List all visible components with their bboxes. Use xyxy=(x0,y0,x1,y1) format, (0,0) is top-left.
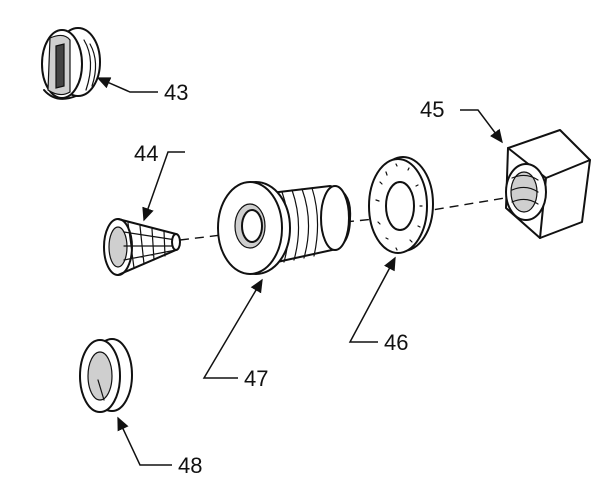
label-43: 43 xyxy=(164,80,188,105)
part-44-strainer xyxy=(103,218,181,276)
leader-48 xyxy=(117,416,172,466)
label-46: 46 xyxy=(384,330,408,355)
leader-45 xyxy=(460,109,503,144)
label-48: 48 xyxy=(178,453,202,478)
part-45-hex-nut xyxy=(505,129,591,239)
label-45: 45 xyxy=(420,97,444,122)
leader-44 xyxy=(142,151,185,222)
leader-47 xyxy=(202,278,263,379)
part-46-washer xyxy=(368,156,434,254)
leader-43 xyxy=(96,77,158,93)
part-43-cap xyxy=(41,27,101,100)
part-48-plug xyxy=(79,338,133,413)
label-44: 44 xyxy=(134,141,158,166)
leader-46 xyxy=(348,256,396,343)
label-47: 47 xyxy=(244,366,268,391)
part-47-flanged-body xyxy=(217,181,352,275)
